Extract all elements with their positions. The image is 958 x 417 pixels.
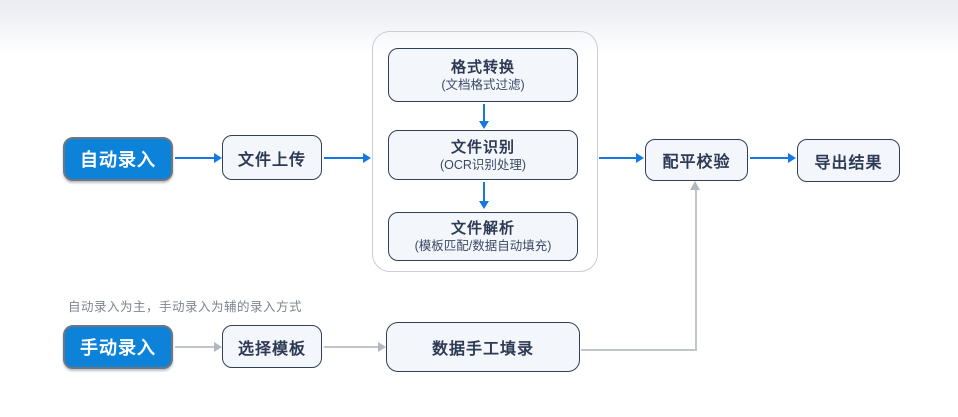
node-format-conversion: 格式转换 (文档格式过滤) xyxy=(388,48,578,102)
arrow-right-icon xyxy=(363,153,371,163)
connector-line xyxy=(175,346,215,348)
step-subtitle: (文档格式过滤) xyxy=(441,77,525,92)
connector-line xyxy=(695,189,697,351)
step-title: 文件解析 xyxy=(450,220,515,237)
step-title: 格式转换 xyxy=(450,58,515,76)
node-auto-entry: 自动录入 xyxy=(63,137,173,181)
node-select-template: 选择模板 xyxy=(222,325,322,368)
node-file-recognition: 文件识别 (OCR识别处理) xyxy=(388,130,578,180)
connector-line xyxy=(324,157,364,159)
node-file-parsing: 文件解析 (模板匹配/数据自动填充) xyxy=(388,212,578,261)
connector-line xyxy=(599,157,637,159)
node-file-upload: 文件上传 xyxy=(222,135,322,180)
connector-line xyxy=(581,349,697,351)
connector-line xyxy=(175,157,216,159)
arrow-right-icon xyxy=(214,153,222,163)
connector-line xyxy=(324,346,379,348)
flow-caption: 自动录入为主，手动录入为辅的录入方式 xyxy=(68,300,303,314)
node-export-result: 导出结果 xyxy=(797,139,900,182)
step-subtitle: (OCR识别处理) xyxy=(439,157,527,172)
connector-line xyxy=(483,182,485,202)
node-balance-check: 配平校验 xyxy=(645,139,748,181)
arrow-right-icon xyxy=(378,342,386,352)
arrow-down-icon xyxy=(479,121,489,129)
arrow-up-icon xyxy=(690,181,700,190)
step-title: 文件识别 xyxy=(450,138,515,156)
processing-group-frame xyxy=(372,31,598,272)
arrow-right-icon xyxy=(636,153,644,163)
node-manual-data-fill: 数据手工填录 xyxy=(386,322,580,372)
connector-line xyxy=(750,157,789,159)
arrow-right-icon xyxy=(788,153,796,163)
step-subtitle: (模板匹配/数据自动填充) xyxy=(414,239,552,253)
arrow-right-icon xyxy=(214,342,222,352)
node-manual-entry: 手动录入 xyxy=(63,325,173,369)
arrow-down-icon xyxy=(479,201,489,209)
connector-line xyxy=(483,104,485,122)
